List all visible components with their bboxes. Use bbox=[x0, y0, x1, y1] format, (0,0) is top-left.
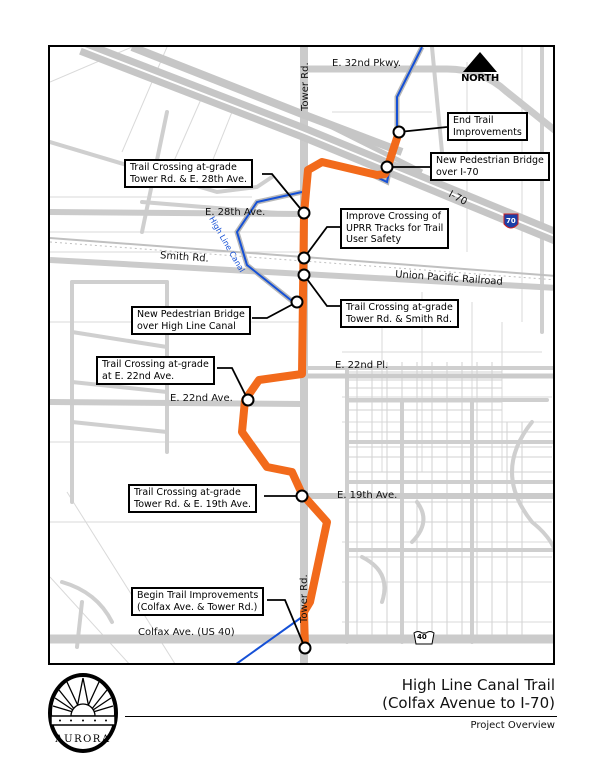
callout-line: Begin Trail Improvements bbox=[137, 590, 259, 601]
project-title: High Line Canal Trail bbox=[401, 676, 555, 694]
street-label-e19th: E. 19th Ave. bbox=[337, 490, 398, 501]
callout-tower-28th: Trail Crossing at-grade Tower Rd. & E. 2… bbox=[124, 159, 253, 188]
callout-end-trail: End Trail Improvements bbox=[447, 112, 528, 141]
callout-line: Improve Crossing of bbox=[346, 211, 441, 222]
node-tower-19th bbox=[295, 489, 309, 503]
callout-line: New Pedestrian Bridge bbox=[137, 309, 245, 320]
node-begin bbox=[298, 641, 312, 655]
footer-divider bbox=[125, 716, 557, 717]
residential-grid bbox=[347, 362, 552, 642]
node-end bbox=[392, 125, 406, 139]
callout-line: over High Line Canal bbox=[137, 320, 236, 332]
project-title-extent: (Colfax Avenue to I-70) bbox=[382, 694, 555, 712]
callout-line: New Pedestrian Bridge bbox=[436, 155, 544, 166]
project-subtitle: Project Overview bbox=[470, 720, 555, 731]
street-label-e32nd: E. 32nd Pkwy. bbox=[332, 58, 401, 69]
callout-line: at E. 22nd Ave. bbox=[102, 370, 175, 382]
aurora-logo: AURORA bbox=[48, 673, 118, 753]
trail-route bbox=[238, 158, 389, 652]
node-bridge-canal bbox=[290, 295, 304, 309]
node-uprr bbox=[297, 251, 311, 265]
callout-line: Tower Rd. & E. 19th Ave. bbox=[134, 498, 251, 510]
callout-line: Tower Rd. & Smith Rd. bbox=[346, 313, 452, 325]
callout-uprr: Improve Crossing of UPRR Tracks for Trai… bbox=[340, 208, 450, 249]
street-label-e28th: E. 28th Ave. bbox=[205, 207, 266, 218]
sun-rays-icon bbox=[52, 677, 114, 713]
interstate-shield-label: 70 bbox=[506, 217, 516, 225]
callout-line: Trail Crossing at-grade bbox=[346, 302, 453, 313]
callout-line: (Colfax Ave. & Tower Rd.) bbox=[137, 601, 258, 613]
callout-line: Tower Rd. & E. 28th Ave. bbox=[130, 173, 247, 185]
node-e22nd bbox=[241, 393, 255, 407]
north-label: NORTH bbox=[461, 73, 499, 84]
callout-begin-trail: Begin Trail Improvements (Colfax Ave. & … bbox=[131, 587, 265, 616]
leader-lines bbox=[217, 126, 448, 649]
map-frame: E. 32nd Pkwy. Tower Rd. E. 28th Ave. Smi… bbox=[48, 45, 555, 665]
node-tower-28th bbox=[297, 206, 311, 220]
callout-line: over I-70 bbox=[436, 166, 479, 178]
street-label-e22nd-ave: E. 22nd Ave. bbox=[170, 393, 233, 404]
callout-bridge-canal: New Pedestrian Bridge over High Line Can… bbox=[131, 306, 251, 335]
callout-line: Trail Crossing at-grade bbox=[130, 162, 237, 173]
logo-text: AURORA bbox=[54, 734, 110, 745]
street-label-tower-bottom: Tower Rd. bbox=[299, 574, 310, 623]
node-bridge-i70 bbox=[380, 160, 394, 174]
callout-bridge-i70: New Pedestrian Bridge over I-70 bbox=[430, 152, 550, 181]
street-label-e22nd-pl: E. 22nd Pl. bbox=[335, 360, 389, 371]
street-label-colfax: Colfax Ave. (US 40) bbox=[138, 627, 235, 638]
north-arrow: NORTH bbox=[455, 52, 505, 84]
north-arrow-icon bbox=[463, 52, 497, 72]
callout-tower-19th: Trail Crossing at-grade Tower Rd. & E. 1… bbox=[128, 484, 257, 513]
callout-line: Trail Crossing at-grade bbox=[134, 487, 241, 498]
us-route-shield bbox=[413, 631, 435, 645]
crossing-nodes bbox=[241, 125, 406, 655]
callout-tower-smith: Trail Crossing at-grade Tower Rd. & Smit… bbox=[340, 299, 459, 328]
i70-highway bbox=[79, 47, 553, 245]
callout-line: User Safety bbox=[346, 234, 402, 245]
callout-line: UPRR Tracks for Trail bbox=[346, 222, 444, 234]
callout-e22nd: Trail Crossing at-grade at E. 22nd Ave. bbox=[96, 356, 215, 385]
street-label-tower-top: Tower Rd. bbox=[300, 62, 311, 111]
callout-line: Trail Crossing at-grade bbox=[102, 359, 209, 370]
interstate-shield bbox=[503, 213, 519, 229]
callout-line: Improvements bbox=[453, 126, 522, 138]
local-roads bbox=[50, 47, 553, 649]
us-route-shield-label: 40 bbox=[417, 633, 427, 641]
node-tower-smith bbox=[297, 268, 311, 282]
callout-line: End Trail bbox=[453, 115, 494, 126]
